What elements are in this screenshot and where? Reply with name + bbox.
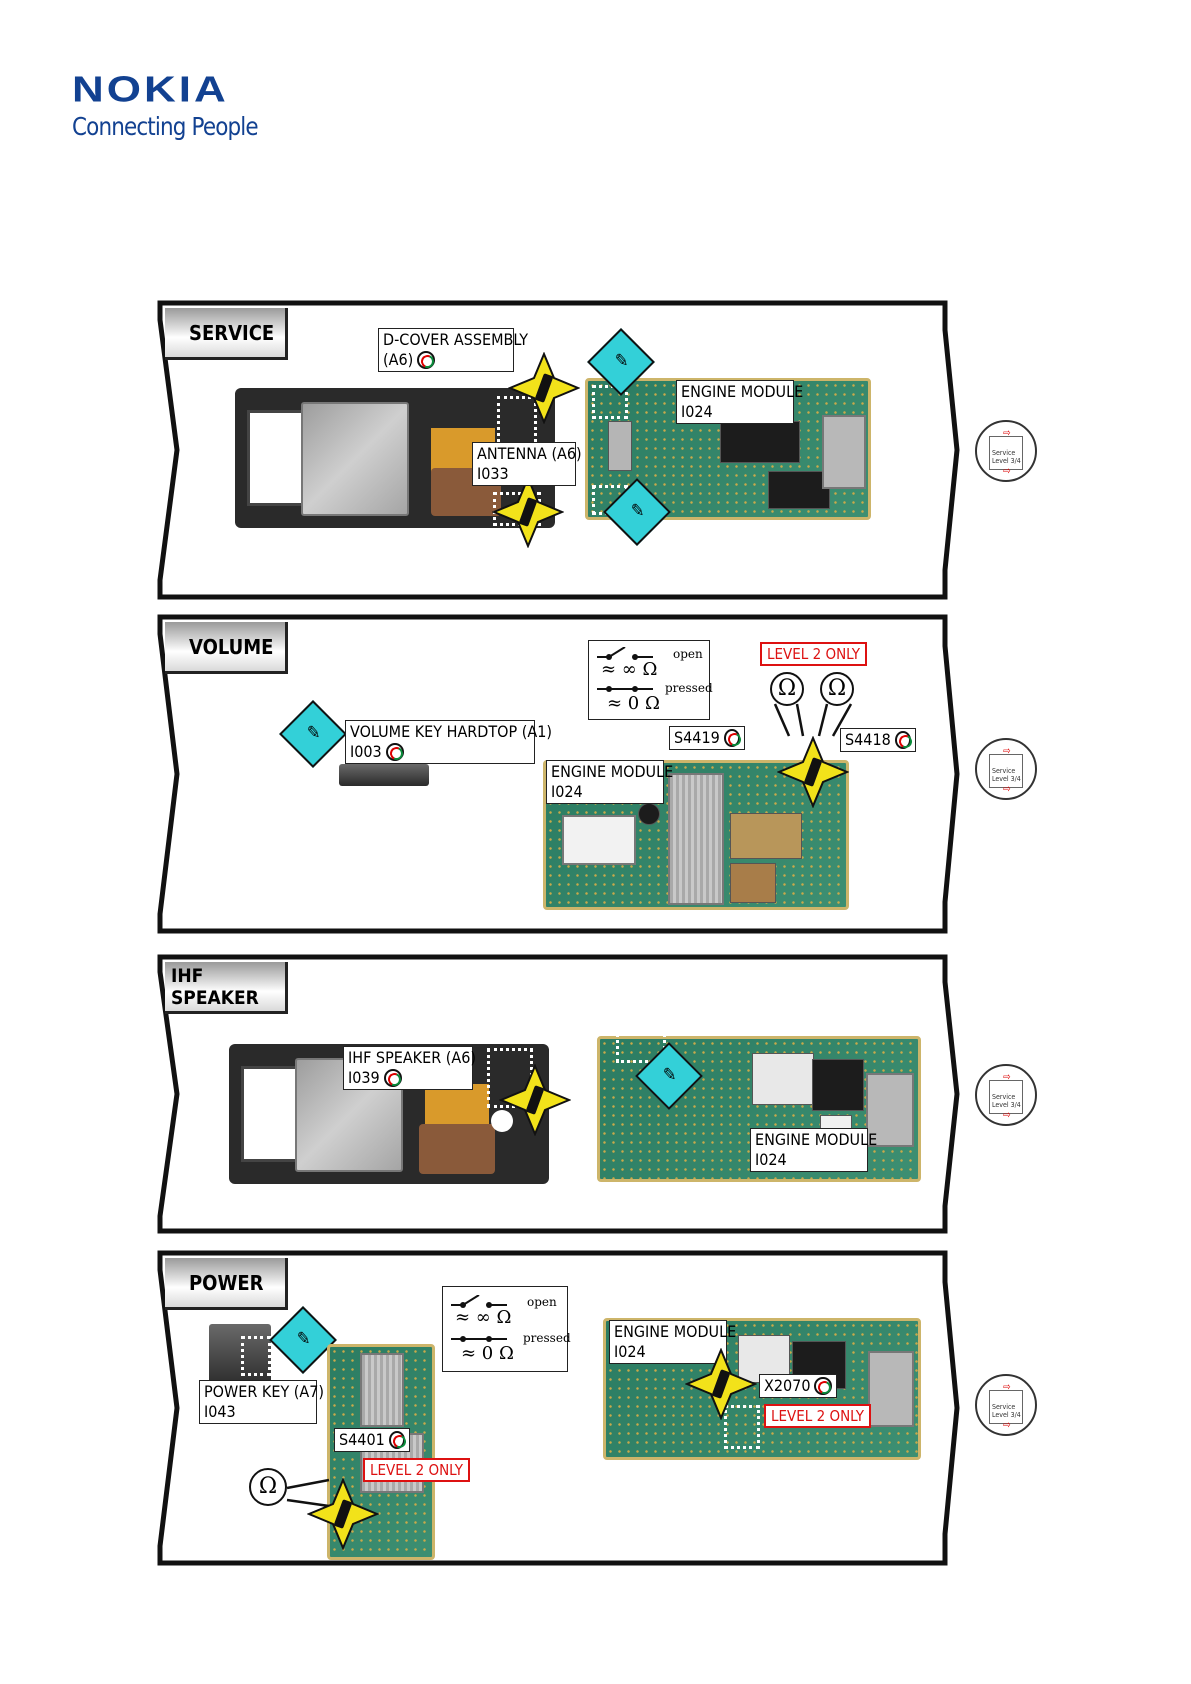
replace-icon	[388, 1431, 405, 1449]
esd-star-icon	[685, 1348, 757, 1420]
replace-icon	[383, 1069, 402, 1087]
level-2-only-badge: LEVEL 2 ONLY	[363, 1458, 470, 1482]
label-s4418: S4418	[840, 728, 916, 752]
esd-star-icon	[499, 1064, 571, 1136]
replace-icon	[723, 729, 740, 747]
logo-wordmark: NOKIA	[72, 69, 229, 110]
panel-service: SERVICE D-COVER ASSEMBLY (A6) ANTENNA (A…	[157, 300, 1037, 600]
service-level-icon: ⇨ Service Level 3/4 ⇨	[975, 738, 1037, 800]
label-s4419: S4419	[669, 726, 745, 750]
switch-legend: open ≈ ∞ Ω pressed ≈ 0 Ω	[588, 640, 713, 720]
level-2-only-badge: LEVEL 2 ONLY	[760, 642, 867, 666]
service-level-icon: ⇨ Service Level 3/4 ⇨	[975, 1064, 1037, 1126]
tab-ihf-speaker: IHF SPEAKER	[165, 962, 288, 1014]
power-key-highlight	[241, 1336, 271, 1376]
esd-star-icon	[307, 1478, 379, 1550]
panel-frame	[157, 1250, 960, 1566]
logo-tagline: Connecting People	[72, 112, 259, 141]
tab-power: POWER	[165, 1258, 288, 1310]
tab-service: SERVICE	[165, 308, 288, 360]
service-level-icon: ⇨ Service Level 3/4 ⇨	[975, 420, 1037, 482]
tab-volume: VOLUME	[165, 622, 288, 674]
replace-icon	[385, 743, 404, 761]
label-volume-key-hardtop: VOLUME KEY HARDTOP (A1) I003	[345, 720, 552, 764]
label-s4401: S4401	[334, 1428, 410, 1452]
label-d-cover-assembly: D-COVER ASSEMBLY (A6)	[378, 328, 528, 372]
level-2-only-badge: LEVEL 2 ONLY	[764, 1404, 871, 1428]
nokia-logo: NOKIA Connecting People	[72, 72, 272, 141]
ohm-meter-icon: Ω	[820, 672, 854, 706]
panel-frame	[157, 614, 960, 934]
esd-star-icon	[492, 476, 564, 548]
replace-icon	[417, 351, 436, 369]
label-engine-module: ENGINE MODULE I024	[676, 380, 803, 424]
switch-legend: open ≈ ∞ Ω pressed ≈ 0 Ω	[442, 1286, 571, 1372]
d-cover-assembly-image	[235, 388, 555, 528]
label-power-key: POWER KEY (A7) I043	[199, 1380, 324, 1424]
volume-key-image	[339, 764, 429, 786]
label-ihf-speaker: IHF SPEAKER (A6) I039	[343, 1046, 476, 1090]
probe-lines	[286, 1478, 330, 1508]
replace-icon	[894, 731, 911, 749]
panel-frame	[157, 954, 960, 1234]
replace-icon	[814, 1377, 832, 1395]
panel-volume: VOLUME open ≈ ∞ Ω pressed ≈ 0 Ω LEVEL 2 …	[157, 614, 1037, 934]
label-x2070: X2070	[759, 1374, 837, 1398]
esd-star-icon	[508, 352, 580, 424]
label-antenna: ANTENNA (A6) I033	[472, 442, 582, 486]
service-level-icon: ⇨ Service Level 3/4 ⇨	[975, 1374, 1037, 1436]
label-engine-module: ENGINE MODULE I024	[546, 760, 673, 804]
probe-lines	[773, 703, 853, 737]
panel-frame	[157, 300, 960, 600]
power-key-image	[209, 1324, 271, 1388]
panel-ihf-speaker: IHF SPEAKER IHF SPEAKER (A6) I039 ✎ ENGI…	[157, 954, 1037, 1234]
label-engine-module: ENGINE MODULE I024	[609, 1320, 736, 1364]
panel-power: POWER ✎ POWER KEY (A7) I043 S4401 LEVEL …	[157, 1250, 1037, 1566]
label-engine-module: ENGINE MODULE I024	[750, 1128, 877, 1172]
ohm-meter-icon: Ω	[770, 672, 804, 706]
esd-star-icon	[777, 736, 849, 808]
ohm-meter-icon: Ω	[249, 1468, 287, 1506]
